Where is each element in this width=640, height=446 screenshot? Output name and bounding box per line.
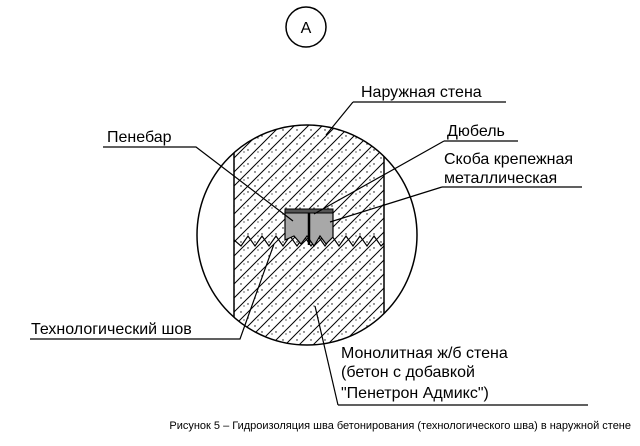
- detail-circle: [196, 124, 418, 346]
- outer-wall-label: Наружная стена: [361, 84, 482, 101]
- section-marker-label: А: [301, 20, 312, 37]
- joint-label: Технологический шов: [31, 321, 192, 338]
- penebar-label: Пенебар: [107, 129, 172, 146]
- monolith-label-line1: Монолитная ж/б стена: [341, 345, 508, 362]
- construction-joint-line: [234, 234, 384, 248]
- monolith-label-line3: "Пенетрон Адмикс"): [341, 385, 489, 402]
- metal-bracket: [284, 208, 334, 214]
- leader-lines: [30, 101, 588, 406]
- dowel-label: Дюбель: [447, 123, 505, 140]
- section-marker-circle: [285, 6, 327, 48]
- figure-caption: Рисунок 5 – Гидроизоляция шва бетонирова…: [169, 420, 631, 432]
- penebar-strip: [284, 208, 334, 248]
- bracket-label-line2: металлическая: [444, 170, 557, 187]
- monolith-label-line2: (бетон с добавкой: [341, 364, 475, 381]
- bracket-label-line1: Скоба крепежная: [444, 151, 573, 168]
